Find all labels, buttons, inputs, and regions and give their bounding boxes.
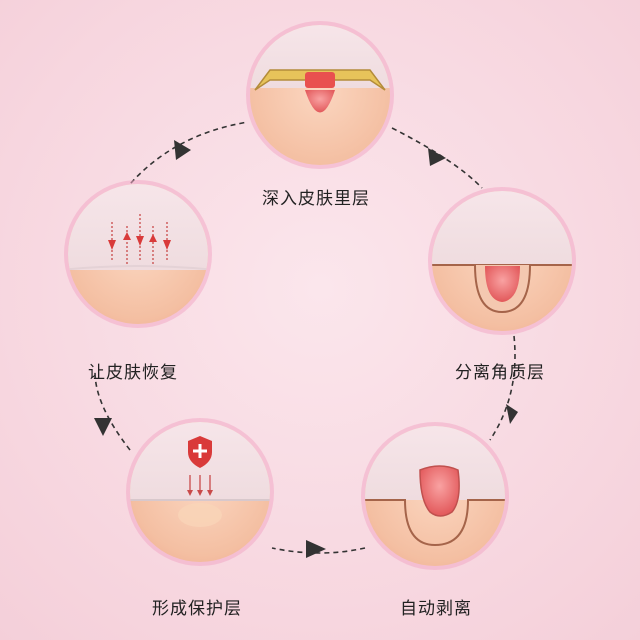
step-5-illustration [64,180,212,328]
arrow-3-to-4 [271,547,366,554]
step-3-label: 自动剥离 [400,599,472,619]
arrow-2-to-3 [489,335,516,441]
arrowhead-4 [94,418,112,436]
step-3-illustration [361,422,509,570]
step-2-label: 分离角质层 [455,363,545,383]
up-down-arrows-icon [108,214,171,266]
arrowhead-2 [506,404,518,424]
step-5-label: 让皮肤恢复 [88,363,178,383]
arrow-5-to-1 [124,121,249,191]
arrowhead-5 [174,140,191,160]
cycle-arrows [94,121,516,554]
step-2-illustration [428,187,576,335]
shield-icon [188,436,212,468]
arrowhead-3 [306,540,326,558]
arrow-4-to-5 [94,371,131,451]
down-arrows-icon [187,475,213,496]
step-1-illustration [246,21,394,169]
arrow-heads [94,140,518,558]
step-4-label: 形成保护层 [152,599,242,619]
arrowhead-1 [428,148,446,166]
arrow-1-to-2 [391,127,483,189]
step-4-illustration [126,418,274,566]
step-1-label: 深入皮肤里层 [262,189,370,209]
